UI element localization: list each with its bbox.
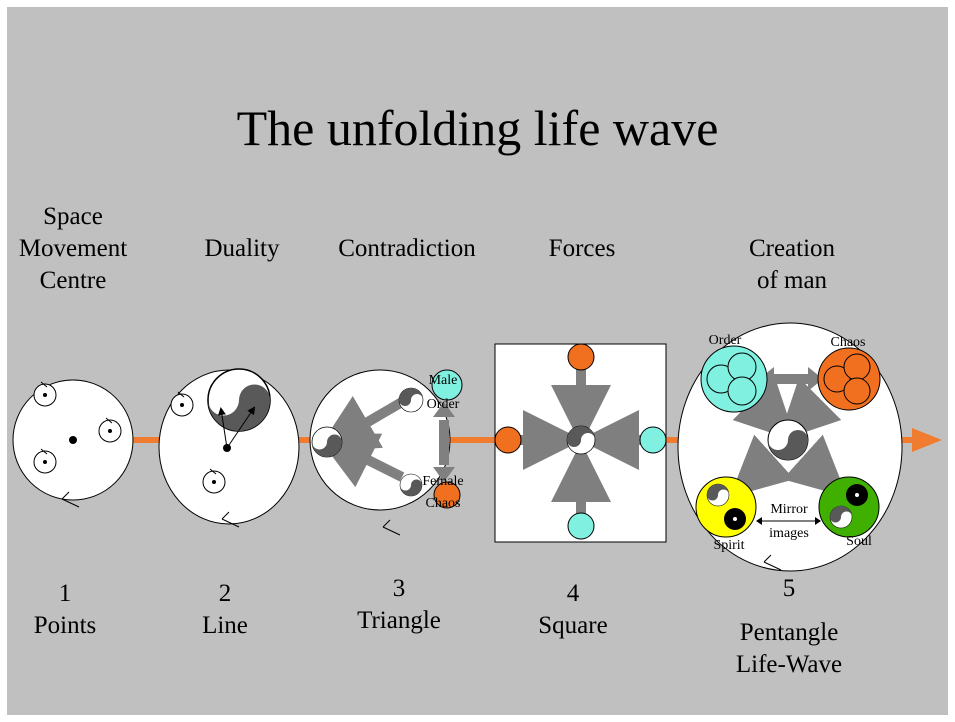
- stage-3-number: 3: [392, 575, 406, 602]
- stage-3-name: Triangle: [357, 607, 441, 634]
- slide-title: The unfolding life wave: [236, 100, 719, 156]
- triangle-label-order: Order: [426, 397, 460, 412]
- slide: The unfolding life wave Space Movement C…: [7, 7, 948, 715]
- order-cluster: [700, 345, 768, 413]
- header-centre: Centre: [39, 267, 107, 294]
- stage-1-name: Points: [33, 612, 97, 639]
- triangle-label-male: Male: [428, 373, 458, 388]
- header-contradiction: Contradiction: [338, 235, 476, 262]
- triangle-label-chaos: Chaos: [425, 496, 461, 511]
- stage-5-number: 5: [782, 575, 796, 602]
- pentangle-label-chaos: Chaos: [830, 335, 866, 350]
- stage-2-number: 2: [218, 580, 232, 607]
- header-of-man: of man: [756, 267, 828, 294]
- square-box: [494, 343, 667, 543]
- pentangle-label-soul: Soul: [846, 534, 872, 549]
- chaos-cluster: [817, 347, 881, 411]
- header-space: Space: [43, 203, 103, 230]
- pentangle-label-spirit: Spirit: [713, 538, 745, 553]
- mirror-arrow: [756, 517, 821, 525]
- header-movement: Movement: [18, 235, 128, 262]
- pentangle-ellipse: [677, 322, 903, 572]
- header-forces: Forces: [548, 235, 616, 262]
- stage-4-number: 4: [566, 580, 580, 607]
- points-circle: [12, 379, 134, 508]
- stage-2-name: Line: [202, 612, 248, 639]
- pentangle-label-images: images: [769, 526, 809, 541]
- spirit-circle: [695, 476, 757, 538]
- pentangle-label-mirror: Mirror: [770, 502, 808, 517]
- stage-5-name-line2: Life-Wave: [735, 651, 843, 678]
- header-creation: Creation: [748, 235, 836, 262]
- line-circle: [158, 368, 300, 528]
- stage-1-number: 1: [58, 580, 72, 607]
- header-duality: Duality: [204, 235, 280, 262]
- soul-circle: [818, 476, 880, 538]
- triangle-circle: [309, 369, 463, 536]
- stage-5-name-line1: Pentangle: [739, 619, 839, 646]
- pentangle-label-order: Order: [708, 333, 742, 348]
- diagram: [12, 322, 942, 572]
- stage-4-name: Square: [538, 612, 608, 639]
- triangle-label-female: Female: [422, 474, 464, 489]
